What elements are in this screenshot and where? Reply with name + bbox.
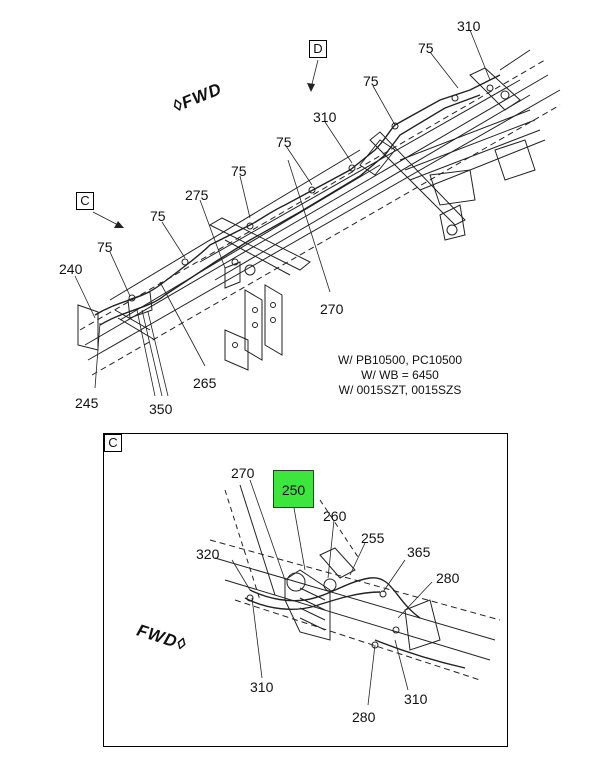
detail-brake-lines: [244, 577, 466, 669]
note-line: W/ PB10500, PC10500: [337, 353, 463, 367]
note-line: W/ WB = 6450: [361, 368, 439, 382]
highlighted-part-250[interactable]: 250: [273, 470, 314, 508]
detail-c-frame: [103, 433, 508, 747]
callout-75: 75: [150, 208, 166, 224]
callout-75: 75: [97, 239, 113, 255]
callout-310: 310: [313, 109, 337, 125]
detail-clips: [246, 590, 400, 649]
callout-260: 260: [323, 508, 347, 524]
callout-245: 245: [75, 395, 99, 411]
view-marker-c: C: [76, 192, 94, 210]
line-clips: [127, 84, 494, 319]
note-line: W/ 0015SZT, 0015SZS: [338, 383, 462, 397]
view-marker-d: D: [309, 40, 327, 58]
callout-310: 310: [404, 691, 428, 707]
callout-320: 320: [196, 546, 220, 562]
crossmember: [208, 217, 311, 276]
callout-280: 280: [436, 570, 460, 586]
rear-crossmember: [359, 49, 546, 241]
callout-280: 280: [352, 709, 376, 725]
detail-rails: [209, 484, 501, 681]
frame-rail-inner: [109, 79, 531, 321]
frame-rail-outer: [79, 59, 561, 376]
callout-310: 310: [457, 18, 481, 34]
leader-lines-top: [74, 29, 491, 397]
callout-75: 75: [418, 40, 434, 56]
callout-255: 255: [361, 530, 385, 546]
leader-lines-detail: [231, 479, 433, 706]
applicability-notes: W/ PB10500, PC10500 W/ WB = 6450 W/ 0015…: [330, 353, 470, 398]
callout-310: 310: [250, 679, 274, 695]
hanger-bracket: [224, 284, 283, 371]
callout-275: 275: [185, 187, 209, 203]
arrowheads: [114, 83, 315, 228]
callout-265: 265: [193, 375, 217, 391]
callout-270: 270: [231, 465, 255, 481]
callout-240: 240: [59, 261, 83, 277]
callout-75: 75: [363, 73, 379, 89]
callout-350: 350: [149, 401, 173, 417]
callout-75: 75: [231, 163, 247, 179]
callout-75: 75: [276, 134, 292, 150]
detail-marker-c: C: [104, 434, 122, 452]
brake-line-main: [94, 74, 501, 326]
callout-270: 270: [320, 301, 344, 317]
callout-365: 365: [407, 544, 431, 560]
